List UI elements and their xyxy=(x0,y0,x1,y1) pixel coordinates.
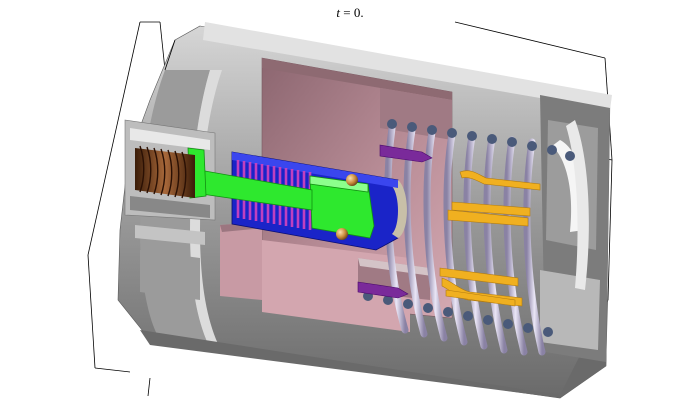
time-equals: = xyxy=(340,5,354,20)
time-variable: t xyxy=(336,5,341,20)
retaining-clips xyxy=(439,170,541,307)
threaded-screw xyxy=(135,145,195,199)
ball-bearing-icon xyxy=(336,174,358,240)
time-caption: t = 0. xyxy=(0,5,700,21)
bounding-box-front xyxy=(164,39,176,71)
guide-pins xyxy=(357,144,433,299)
time-value: 0. xyxy=(353,5,364,20)
